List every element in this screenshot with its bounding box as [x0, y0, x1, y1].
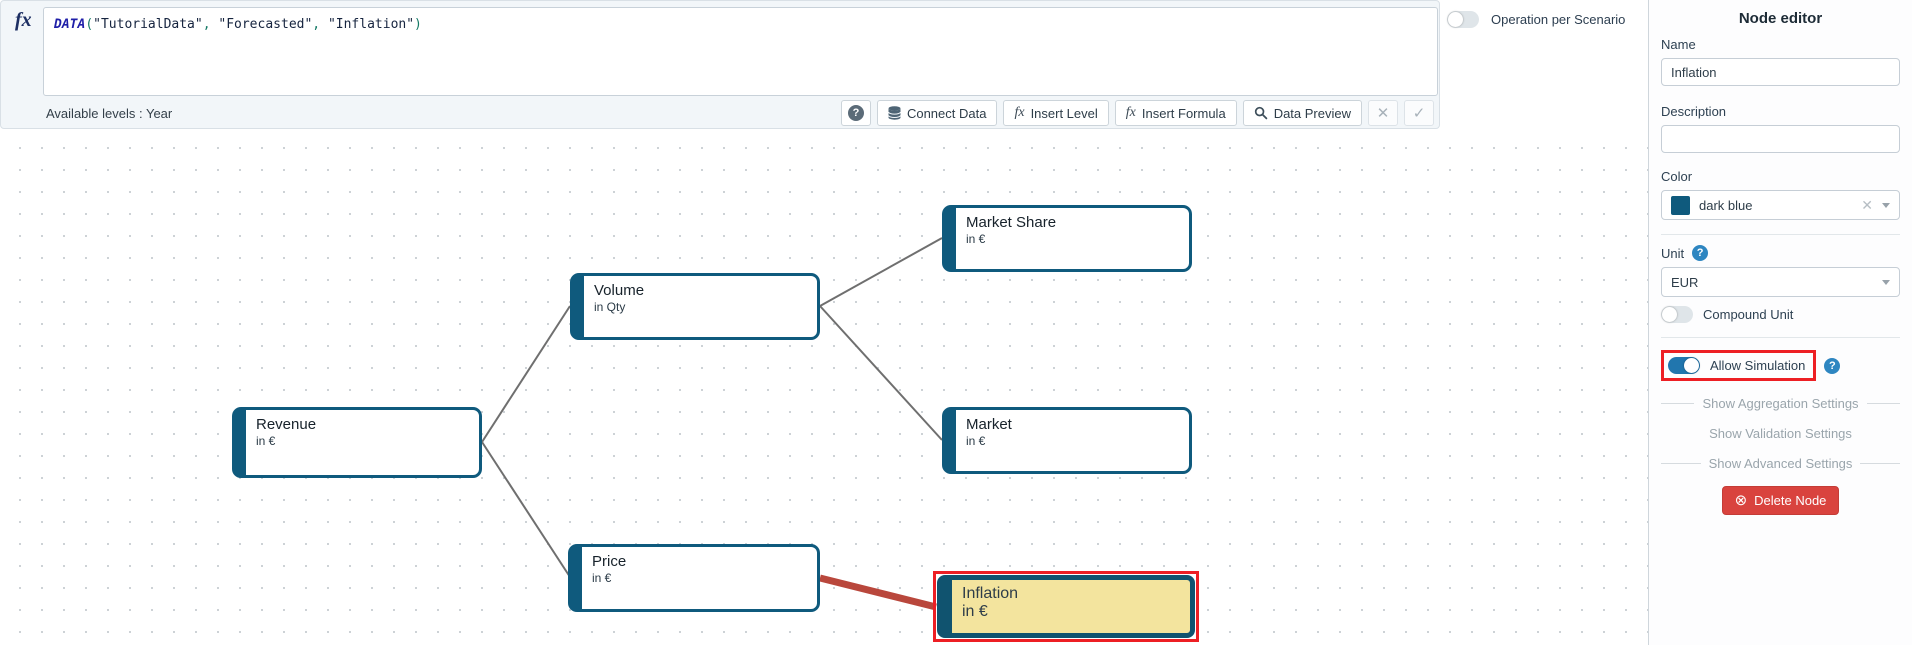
- unit-select[interactable]: EUR: [1661, 267, 1900, 297]
- node-unit: in €: [966, 434, 1179, 448]
- insert-formula-button[interactable]: fx Insert Formula: [1115, 100, 1237, 126]
- database-icon: [888, 106, 901, 120]
- available-levels-text: Available levels : Year: [46, 106, 172, 121]
- operation-per-scenario-row: Operation per Scenario: [1447, 11, 1625, 28]
- divider: [1661, 337, 1900, 338]
- formula-input[interactable]: DATA("TutorialData", "Forecasted", "Infl…: [43, 7, 1438, 96]
- allow-simulation-help-icon[interactable]: ?: [1824, 358, 1840, 374]
- name-label: Name: [1661, 37, 1900, 52]
- allow-simulation-highlight: Allow Simulation: [1661, 350, 1816, 381]
- delete-node-button[interactable]: ⊗ Delete Node: [1722, 486, 1840, 515]
- check-icon: ✓: [1413, 104, 1426, 122]
- formula-help-button[interactable]: ?: [841, 100, 871, 126]
- chevron-down-icon[interactable]: [1882, 203, 1890, 208]
- help-icon: ?: [848, 105, 864, 121]
- unit-help-icon[interactable]: ?: [1692, 245, 1708, 261]
- name-input[interactable]: [1661, 58, 1900, 86]
- formula-token-string: "TutorialData": [93, 17, 203, 32]
- node-edges: [0, 130, 1648, 645]
- formula-token-paren: (: [85, 17, 93, 32]
- insert-level-button[interactable]: fx Insert Level: [1003, 100, 1108, 126]
- confirm-formula-button[interactable]: ✓: [1404, 100, 1434, 126]
- model-canvas[interactable]: Market Share in € Volume in Qty Revenue …: [0, 130, 1648, 645]
- fx-icon: fx: [1126, 105, 1136, 121]
- fx-icon: fx: [15, 9, 32, 32]
- formula-token-comma: ,: [312, 17, 328, 32]
- node-inflation[interactable]: Inflation in €: [937, 575, 1195, 638]
- operation-per-scenario-label: Operation per Scenario: [1491, 12, 1625, 27]
- show-advanced-settings-label: Show Advanced Settings: [1709, 456, 1853, 471]
- allow-simulation-row: Allow Simulation ?: [1661, 350, 1900, 381]
- node-market-share[interactable]: Market Share in €: [942, 205, 1192, 272]
- clear-color-icon[interactable]: ✕: [1861, 197, 1873, 214]
- color-select[interactable]: dark blue ✕: [1661, 190, 1900, 220]
- insert-formula-label: Insert Formula: [1142, 106, 1226, 121]
- insert-level-label: Insert Level: [1031, 106, 1098, 121]
- data-preview-label: Data Preview: [1274, 106, 1351, 121]
- allow-simulation-toggle[interactable]: [1668, 357, 1700, 374]
- show-aggregation-settings-label: Show Aggregation Settings: [1702, 396, 1858, 411]
- divider: [1661, 234, 1900, 235]
- cancel-formula-button[interactable]: ✕: [1368, 100, 1398, 126]
- color-value: dark blue: [1699, 198, 1752, 213]
- panel-title: Node editor: [1661, 10, 1900, 27]
- node-volume[interactable]: Volume in Qty: [570, 273, 820, 340]
- connect-data-button[interactable]: Connect Data: [877, 100, 998, 126]
- search-icon: [1254, 106, 1268, 120]
- node-title: Price: [592, 553, 807, 570]
- formula-editor-container: fx DATA("TutorialData", "Forecasted", "I…: [0, 0, 1440, 129]
- node-title: Inflation: [962, 585, 1180, 603]
- node-editor-panel: Node editor Name Description Color dark …: [1648, 0, 1912, 645]
- node-market[interactable]: Market in €: [942, 407, 1192, 474]
- formula-token-comma: ,: [203, 17, 219, 32]
- show-validation-settings[interactable]: Show Validation Settings: [1661, 426, 1900, 441]
- delete-icon: ⊗: [1735, 493, 1748, 508]
- data-preview-button[interactable]: Data Preview: [1243, 100, 1362, 126]
- formula-token-keyword: DATA: [54, 17, 85, 32]
- color-swatch: [1671, 196, 1690, 215]
- description-label: Description: [1661, 104, 1900, 119]
- show-advanced-settings[interactable]: Show Advanced Settings: [1661, 456, 1900, 471]
- formula-toolbar: fx DATA("TutorialData", "Forecasted", "I…: [0, 0, 1648, 130]
- node-unit: in Qty: [594, 300, 807, 314]
- formula-token-string: "Forecasted": [218, 17, 312, 32]
- node-unit: in €: [592, 571, 807, 585]
- node-unit: in €: [962, 603, 1180, 621]
- node-title: Volume: [594, 282, 807, 299]
- formula-token-string: "Inflation": [328, 17, 414, 32]
- allow-simulation-label: Allow Simulation: [1710, 358, 1805, 373]
- compound-unit-toggle[interactable]: [1661, 306, 1693, 323]
- description-input[interactable]: [1661, 125, 1900, 153]
- node-unit: in €: [256, 434, 469, 448]
- compound-unit-label: Compound Unit: [1703, 307, 1793, 322]
- unit-label: Unit: [1661, 246, 1684, 261]
- connect-data-label: Connect Data: [907, 106, 987, 121]
- node-unit: in €: [966, 232, 1179, 246]
- node-title: Revenue: [256, 416, 469, 433]
- fx-icon: fx: [1014, 105, 1024, 121]
- node-price[interactable]: Price in €: [568, 544, 820, 612]
- compound-unit-row: Compound Unit: [1661, 306, 1900, 323]
- delete-node-label: Delete Node: [1754, 493, 1826, 508]
- selection-highlight-box: Inflation in €: [933, 571, 1199, 642]
- node-title: Market Share: [966, 214, 1179, 231]
- formula-button-row: ? Connect Data fx Insert Level fx Inser: [841, 100, 1434, 126]
- operation-per-scenario-toggle[interactable]: [1447, 11, 1479, 28]
- color-label: Color: [1661, 169, 1900, 184]
- close-icon: ✕: [1377, 104, 1390, 122]
- formula-token-paren: ): [414, 17, 422, 32]
- node-title: Market: [966, 416, 1179, 433]
- show-validation-settings-label: Show Validation Settings: [1709, 426, 1852, 441]
- unit-label-row: Unit ?: [1661, 245, 1900, 261]
- unit-value: EUR: [1671, 275, 1698, 290]
- node-revenue[interactable]: Revenue in €: [232, 407, 482, 478]
- chevron-down-icon[interactable]: [1882, 280, 1890, 285]
- show-aggregation-settings[interactable]: Show Aggregation Settings: [1661, 396, 1900, 411]
